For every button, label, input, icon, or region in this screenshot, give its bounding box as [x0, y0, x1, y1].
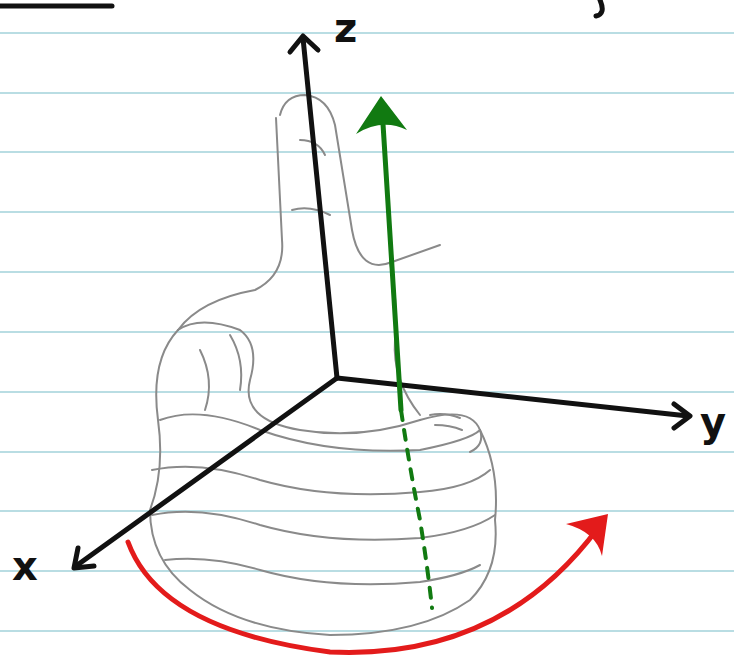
thumb-direction-arrow [356, 96, 432, 608]
rotation-arrow [128, 514, 608, 652]
axis-label: x [12, 546, 38, 586]
paper-lines [0, 33, 734, 631]
cut-off-strokes [0, 0, 602, 16]
axes [74, 36, 690, 568]
axis-label: z [334, 8, 357, 48]
axis-label: y [700, 402, 726, 442]
hand-sketch [150, 95, 496, 635]
